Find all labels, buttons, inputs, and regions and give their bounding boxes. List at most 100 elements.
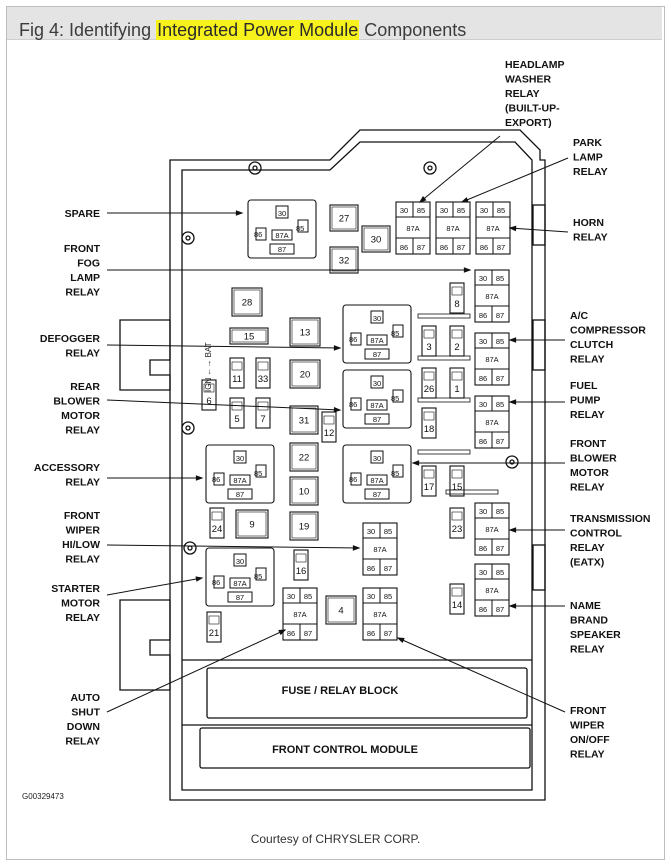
fuse-relay-block-label: FUSE / RELAY BLOCK [282, 685, 399, 697]
pin-85 [392, 464, 404, 478]
fuse-number: 19 [299, 522, 310, 533]
pin-87a-label: 87A [293, 610, 306, 619]
pin-87-label: 87 [384, 564, 392, 573]
fuse-outline [289, 405, 319, 435]
fuse-inner [331, 206, 357, 230]
fuse-5: 5 [229, 397, 245, 429]
fuse-number: 16 [296, 566, 307, 577]
fuse-number: 15 [244, 332, 255, 343]
fuse-27: 27 [329, 204, 359, 232]
pin-85-label: 85 [496, 507, 504, 516]
pin-30 [370, 310, 384, 324]
pin-87a-label: 87A [370, 336, 383, 345]
leader-park-lamp-relay-head [460, 197, 469, 203]
front-control-module-panel [199, 727, 531, 769]
leader-fuel-pump-relay-head [508, 399, 517, 405]
label-auto-shut-down-relay-line: SHUT [71, 707, 100, 719]
fuse-inner [363, 227, 389, 251]
pin-85-label: 85 [417, 206, 425, 215]
pin-87-label: 87 [417, 243, 425, 252]
fuse-20: 20 [289, 359, 321, 389]
left-connector-bottom [119, 599, 171, 691]
fuse-21: 21 [206, 611, 222, 643]
fuse-3: 3 [421, 325, 437, 357]
leader-lines [106, 135, 569, 713]
pin-87-label: 87 [496, 544, 504, 553]
fuse-4: 4 [325, 595, 357, 625]
pin-85-label: 85 [296, 224, 304, 233]
fuse-inner [237, 511, 267, 537]
fuse-inner [291, 513, 317, 539]
fuse-inner [291, 444, 317, 470]
pin-30-label: 30 [278, 209, 286, 218]
fuse-number: 9 [249, 520, 254, 531]
pin-87 [227, 488, 253, 500]
mounting-hole [423, 161, 437, 175]
pin-30-label: 30 [367, 527, 375, 536]
mounting-hole [505, 455, 519, 469]
label-front-fog-lamp-relay-line: RELAY [65, 287, 100, 299]
fuse-inner [331, 248, 357, 272]
pin-87a [271, 229, 293, 241]
pin-87a-label: 87A [373, 610, 386, 619]
pin-86-label: 86 [349, 475, 357, 484]
pin-30 [370, 450, 384, 464]
module-housing [119, 129, 546, 801]
mounting-hole [248, 161, 262, 175]
pin-87-label: 87 [236, 490, 244, 499]
right-tab-3 [532, 544, 546, 591]
leader-horn-relay-head [508, 225, 517, 232]
mounting-hole [181, 231, 195, 245]
label-headlamp-washer-relay-line: HEADLAMP [505, 59, 565, 71]
fuse-number: 6 [206, 396, 211, 407]
figure-title: Fig 4: Identifying Integrated Power Modu… [19, 20, 466, 41]
pin-87-label: 87 [457, 243, 465, 252]
fuse-number: 30 [371, 235, 382, 246]
relay-body [342, 444, 412, 504]
label-name-brand-speaker-relay-line: RELAY [570, 644, 605, 656]
mini-fuse-outline [449, 282, 465, 314]
leader-park-lamp-relay [461, 157, 569, 203]
pin-87 [364, 348, 390, 360]
mini-fuse-outline [421, 407, 437, 439]
mini-fuse-blade [451, 511, 463, 521]
label-starter-motor-relay-line: RELAY [65, 612, 100, 624]
pin-87a-label: 87A [275, 231, 288, 240]
label-headlamp-washer-relay-line: (BUILT-UP- [505, 103, 560, 115]
pin-85-label: 85 [254, 572, 262, 581]
fuse-number: 17 [424, 482, 435, 493]
leader-starter-motor-relay [106, 577, 203, 596]
pin-86-label: 86 [349, 335, 357, 344]
fuse-17: 17 [421, 465, 437, 497]
label-park-lamp-relay-line: LAMP [573, 152, 603, 164]
pin-85-label: 85 [391, 394, 399, 403]
label-fuel-pump-relay-line: PUMP [570, 395, 600, 407]
label-front-wiper-hi-low-relay-line: RELAY [65, 554, 100, 566]
mounting-hole-center [252, 165, 258, 171]
pin-86-label: 86 [479, 544, 487, 553]
relay-body [247, 199, 317, 259]
fuse-number: 1 [454, 384, 459, 395]
mini-fuse-blade [451, 469, 463, 479]
mini-fuse-blade [257, 401, 269, 411]
leader-name-brand-speaker-relay-head [508, 603, 517, 609]
label-ac-compressor-clutch-relay-line: A/C [570, 310, 589, 322]
fuse-outline [229, 327, 269, 345]
pin-86-label: 86 [212, 475, 220, 484]
label-transmission-control-relay-line: (EATX) [570, 557, 604, 569]
fuse-outline [329, 246, 359, 274]
pin-30 [275, 205, 289, 219]
label-ac-compressor-clutch-relay-line: RELAY [570, 354, 605, 366]
fuse-19: 19 [289, 511, 319, 541]
fuse-7: 7 [255, 397, 271, 429]
fuse-outline [289, 317, 321, 347]
pin-87a [229, 577, 251, 589]
